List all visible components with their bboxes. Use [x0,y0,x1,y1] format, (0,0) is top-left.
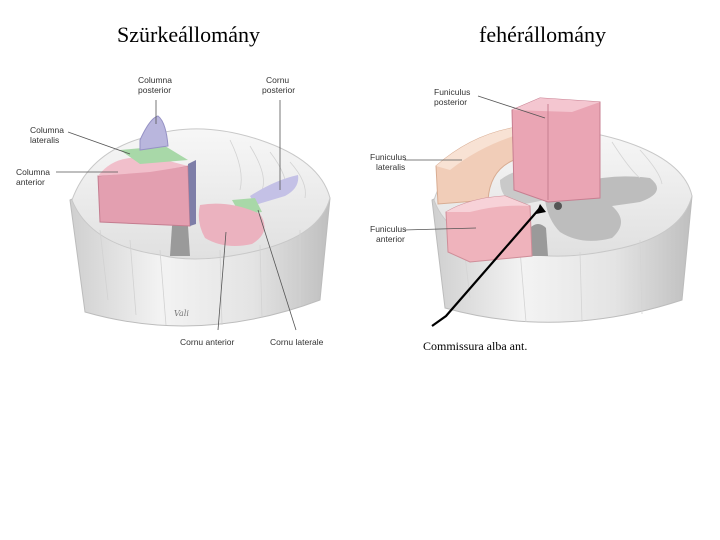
columna-anterior-block [98,166,190,226]
label-cornu-laterale: Cornu laterale [270,337,324,347]
funiculus-posterior-block [512,98,600,202]
label-cornu-anterior: Cornu anterior [180,337,235,347]
artist-signature: Vali [174,309,189,318]
left-anterior-fissure [170,222,190,256]
columna-posterior-block [140,116,168,150]
label-commissura-alba: Commissura alba ant. [423,339,527,353]
central-canal-dot [554,202,562,210]
